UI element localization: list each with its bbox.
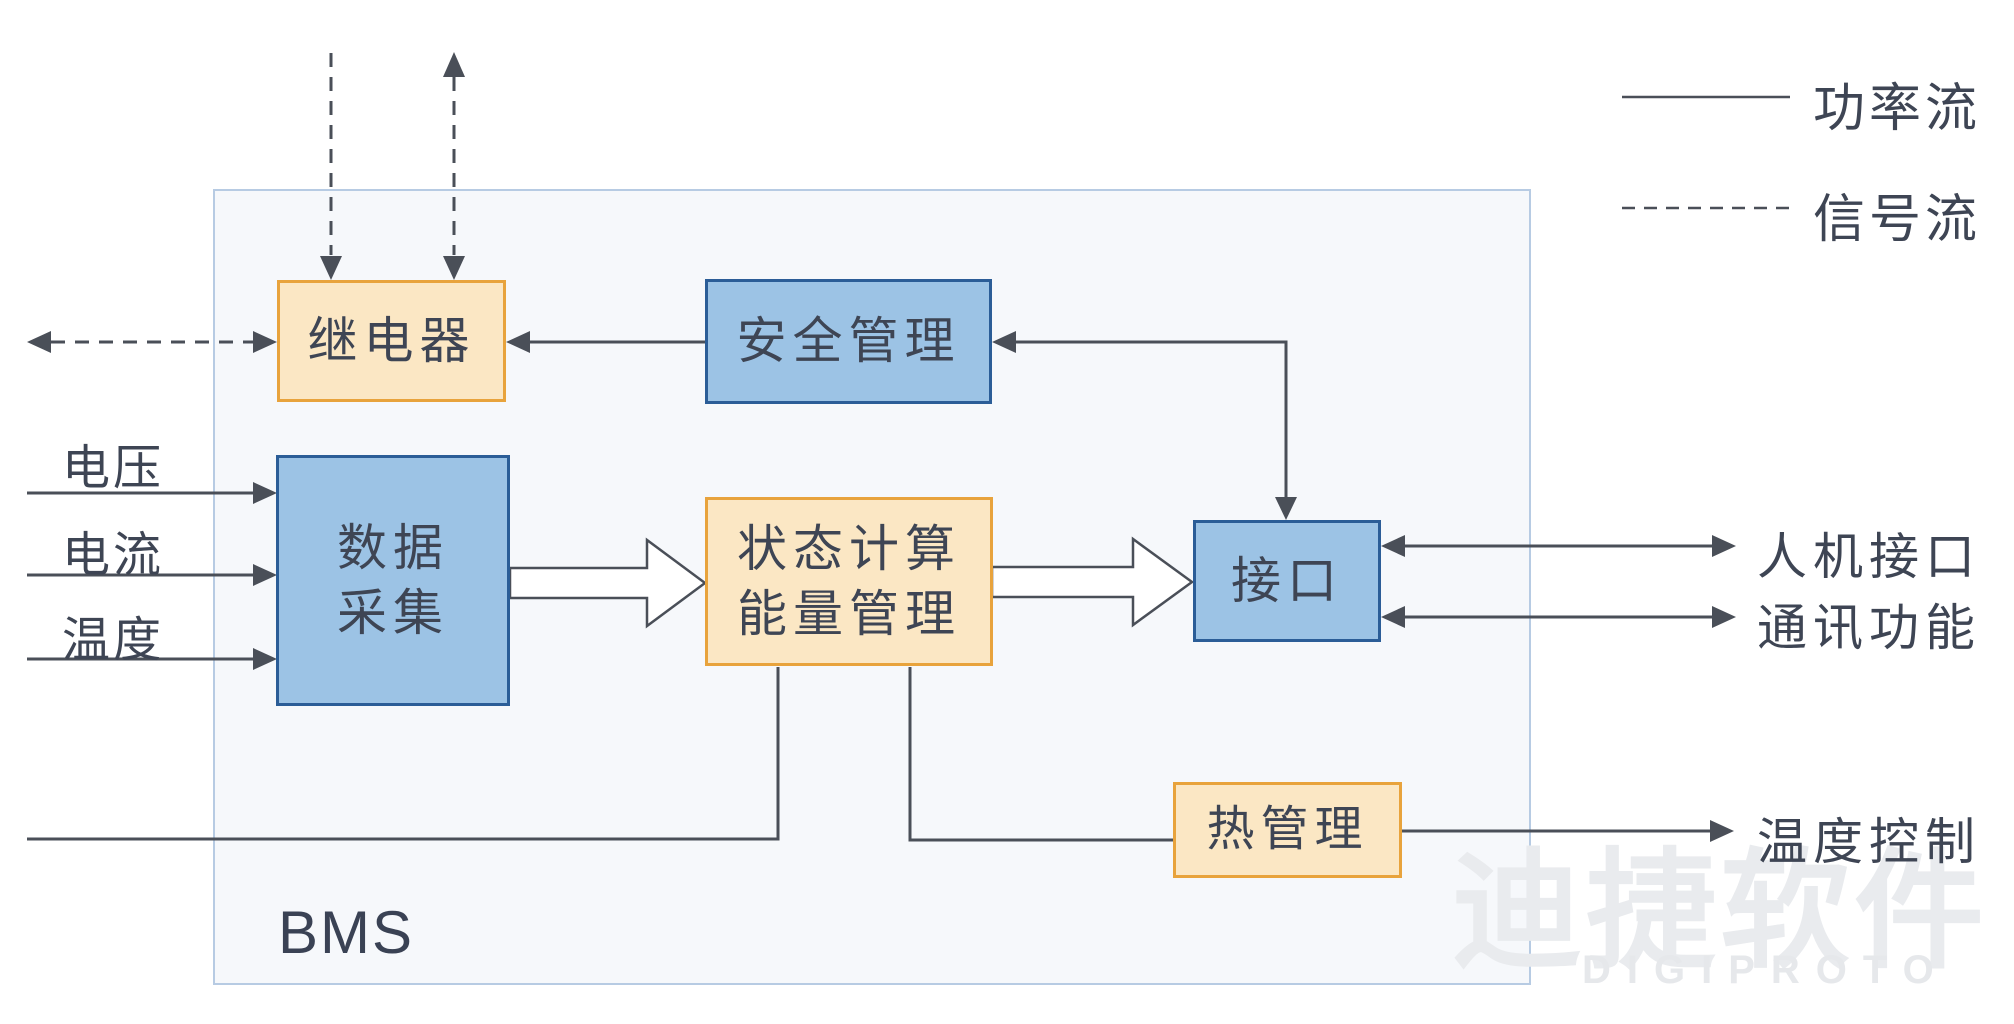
- legend-label-power-flow: 功率流: [1813, 80, 1982, 138]
- voltage-input-arrow: [27, 482, 277, 504]
- node-relay: 继电器: [277, 280, 506, 402]
- watermark-cjk: 迪捷软件: [1452, 838, 1989, 984]
- watermark-latin: DIGIPROTO: [1582, 948, 1950, 992]
- relay-left-signal-dashed-arrow: [27, 331, 277, 353]
- output-label-hmi: 人机接口: [1757, 529, 1981, 585]
- bms-label: BMS: [278, 899, 415, 966]
- node-thermal-management: 热管理: [1173, 782, 1402, 878]
- output-label-comm: 通讯功能: [1757, 600, 1981, 656]
- relay-top-signal-dashed-arrow-1: [320, 53, 342, 280]
- input-label-current: 电流: [62, 529, 165, 582]
- current-input-arrow: [27, 564, 277, 586]
- node-interface: 接口: [1193, 520, 1381, 642]
- node-state-energy-management: 状态计算 能量管理: [705, 497, 993, 666]
- state-to-interface-block-arrow: [990, 536, 1195, 628]
- output-label-temp-control: 温度控制: [1757, 814, 1981, 870]
- data-to-state-block-arrow: [508, 537, 708, 629]
- temperature-input-arrow: [27, 648, 277, 670]
- interface-hmi-arrow: [1381, 535, 1736, 557]
- legend-label-signal-flow: 信号流: [1813, 191, 1982, 249]
- node-data-acquisition: 数据 采集: [276, 455, 510, 706]
- node-safety-management: 安全管理: [705, 279, 992, 404]
- safety-to-relay-arrow: [506, 331, 705, 353]
- state-bottom-left-line: [27, 667, 780, 841]
- thermal-to-temp-control-arrow: [1402, 820, 1734, 842]
- input-label-voltage: 电压: [62, 442, 165, 495]
- relay-top-signal-dashed-arrow-2: [443, 52, 465, 280]
- interface-safety-connector: [992, 331, 1297, 520]
- state-to-thermal-line: [908, 667, 1174, 842]
- input-label-temperature: 温度: [62, 614, 165, 667]
- interface-comm-arrow: [1381, 606, 1736, 628]
